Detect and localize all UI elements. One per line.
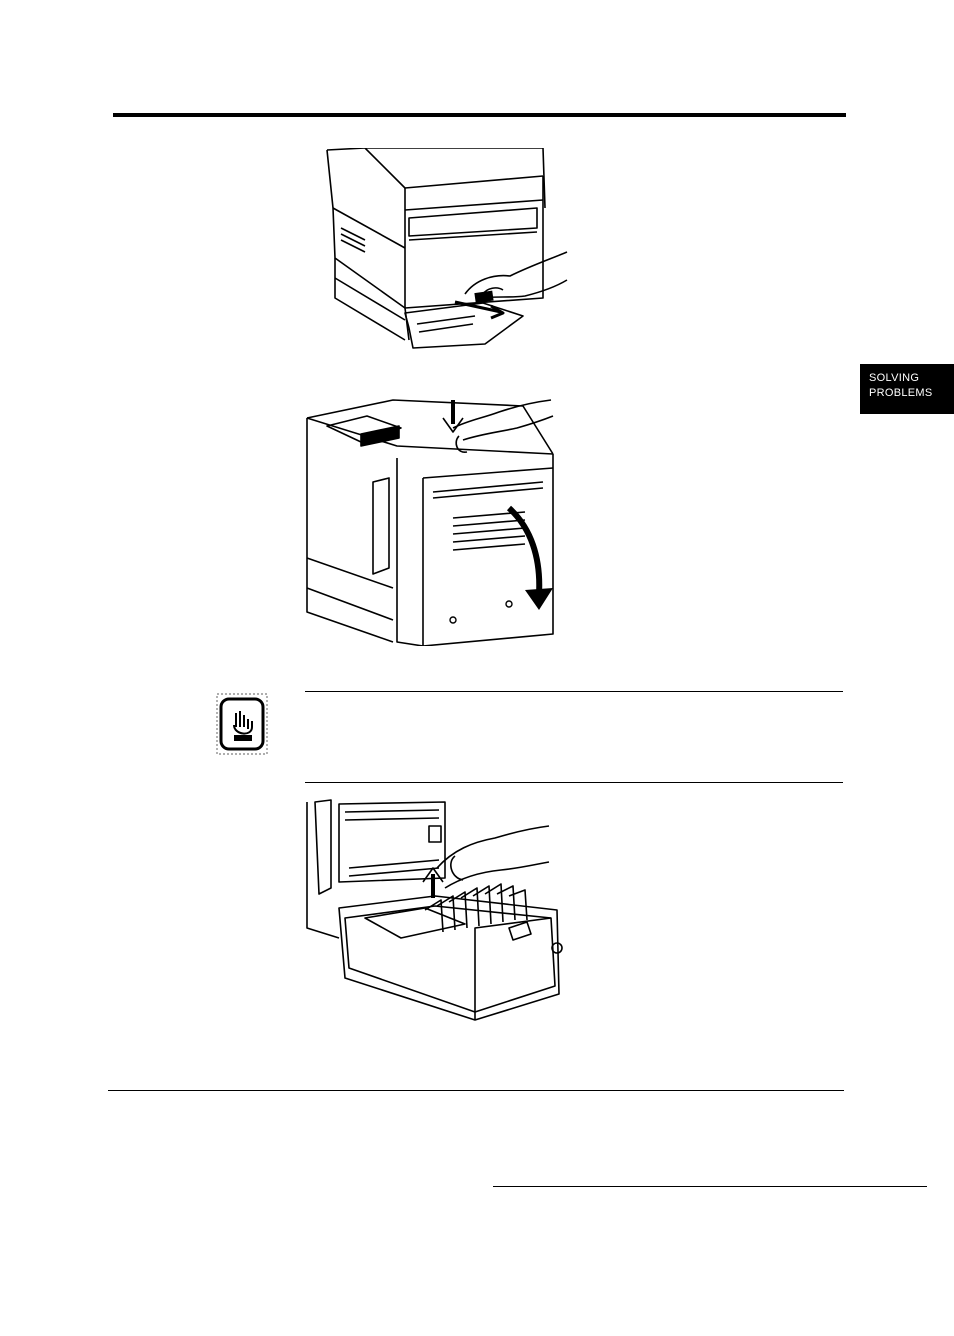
note-top-rule bbox=[305, 691, 843, 692]
footer-rule bbox=[493, 1186, 927, 1187]
section-tab[interactable]: SOLVING PROBLEMS bbox=[860, 364, 954, 414]
note-bottom-rule bbox=[305, 782, 843, 783]
section-tab-line1: SOLVING bbox=[869, 371, 954, 386]
rear-cover-open-illustration bbox=[303, 398, 559, 646]
printer-drawer-pull-icon bbox=[305, 148, 570, 353]
section-tab-line2: PROBLEMS bbox=[869, 386, 954, 401]
pointing-hand-icon bbox=[214, 691, 270, 757]
note-text bbox=[310, 704, 830, 764]
drawer-pull-illustration bbox=[305, 148, 570, 353]
printer-paper-removal-icon bbox=[305, 798, 567, 1023]
paper-removal-illustration bbox=[305, 798, 567, 1023]
section-bottom-rule bbox=[108, 1090, 844, 1091]
printer-rear-cover-icon bbox=[303, 398, 559, 646]
header-rule bbox=[113, 113, 846, 117]
